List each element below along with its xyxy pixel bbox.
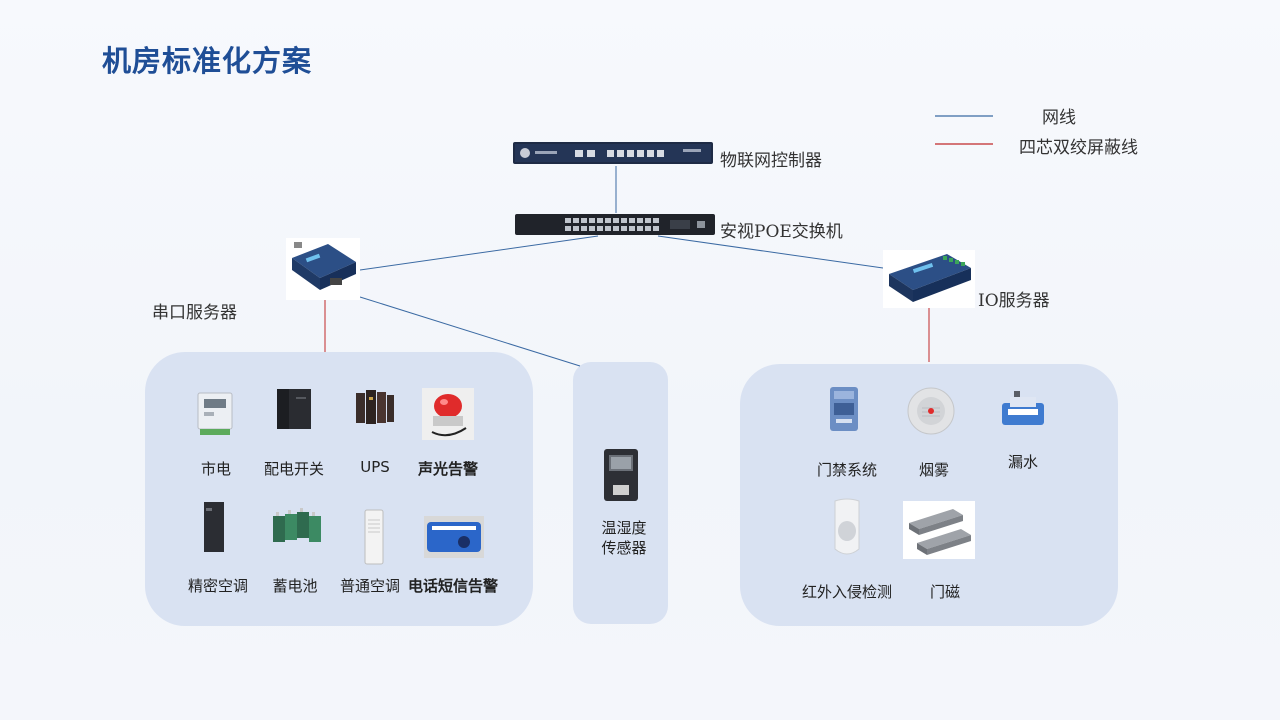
sensor-label-line2: 传感器 [601,539,647,557]
access-control-icon [830,387,858,431]
electric-meter-icon [197,392,233,435]
sensor-label-line1: 温湿度 [601,519,647,537]
item-label-mains: 市电 [200,460,231,478]
serial-server-icon [286,238,360,300]
water-leak-icon [1002,391,1044,425]
battery-icon [273,508,321,542]
item-label-infrared: 红外入侵检测 [801,583,892,601]
item-label-ac: 普通空调 [339,577,400,595]
item-label-precision-ac: 精密空调 [187,577,248,595]
item-label-door-magnet: 门磁 [929,583,960,601]
sms-alarm-icon [424,516,484,558]
precision-ac-icon [204,502,224,552]
serial-server-label: 串口服务器 [152,303,237,323]
io-server-icon [883,250,975,308]
smoke-detector-icon [907,387,955,435]
infrared-detector-icon [834,498,860,555]
item-label-sound-light-alarm: 声光告警 [417,460,478,478]
item-label-smoke: 烟雾 [918,461,949,479]
serial-sensor-cable [359,296,581,367]
ups-icon [356,390,394,424]
item-label-water-leak: 漏水 [1007,453,1038,471]
page-title: 机房标准化方案 [102,44,313,78]
legend-network-label: 网线 [1042,108,1076,128]
io-server-label: IO服务器 [978,291,1050,311]
door-magnet-icon [903,501,975,559]
legend-shielded-label: 四芯双绞屏蔽线 [1019,138,1138,158]
temp-humidity-sensor-icon [604,449,638,501]
item-label-distribution-switch: 配电开关 [263,460,324,478]
item-label-access-control: 门禁系统 [816,461,877,479]
iot-controller-icon [513,142,713,164]
ac-unit-icon [364,509,384,565]
poe-switch-icon [515,214,715,235]
poe-switch-label: 安视POE交换机 [720,222,843,242]
switch-serial-cable [359,235,599,271]
item-label-ups: UPS [360,458,390,476]
distribution-cabinet-icon [277,389,311,429]
iot-controller-label: 物联网控制器 [720,151,822,171]
alarm-light-icon [422,388,474,440]
item-label-battery: 蓄电池 [272,577,318,595]
item-label-sms-alarm: 电话短信告警 [407,577,498,595]
switch-io-cable [657,235,884,269]
